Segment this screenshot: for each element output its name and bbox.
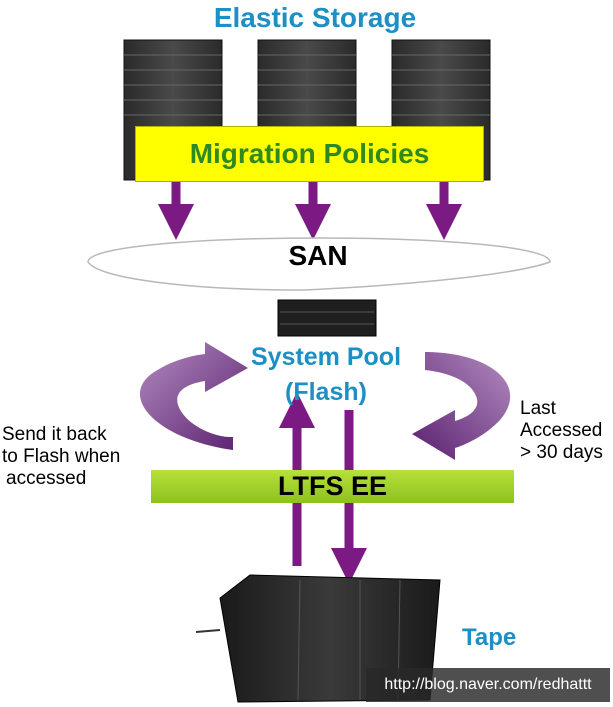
migrate-note-line: Last (520, 398, 556, 419)
migrate-swirl-arrow (412, 352, 511, 460)
system-pool-label: System Pool (250, 343, 402, 371)
diagram-title: Elastic Storage (213, 2, 417, 33)
san-network-curve (87, 237, 551, 291)
migrate-note-line: > 30 days (520, 442, 603, 463)
migrate-note-line: Accessed (520, 420, 603, 441)
recall-swirl-arrow (139, 342, 248, 450)
storage-enclosure-icon (277, 299, 377, 337)
recall-note-line: accessed (6, 468, 87, 489)
recall-note-line: to Flash when (2, 446, 121, 467)
watermark: http://blog.naver.com/redhattt (366, 668, 610, 702)
tape-label: Tape (462, 624, 517, 651)
migration-arrows (158, 182, 462, 240)
flash-label: (Flash) (285, 378, 367, 406)
recall-note-line: Send it back (2, 424, 107, 445)
ltfs-ee-bar: LTFS EE (151, 470, 514, 503)
migration-policies-box: Migration Policies (135, 126, 484, 182)
san-label: SAN (288, 240, 348, 271)
